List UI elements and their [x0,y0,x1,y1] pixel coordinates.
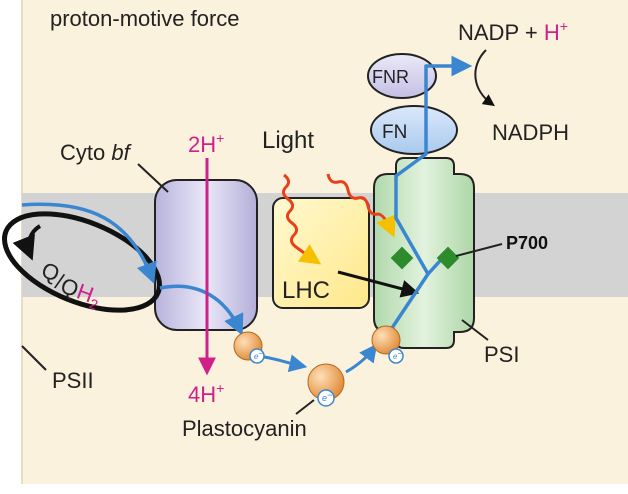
nadp-to-nadph-arrow [474,49,495,107]
fnr-label: FNR [372,67,409,87]
four-h-label: 4H+ [188,380,224,407]
light-label: Light [262,127,314,154]
electron-path-cyto-to-plastocyanin [159,284,244,336]
lhc-to-psi-arrow [337,270,420,298]
fn-protein [370,105,458,155]
cyto-bf-pointer [137,163,169,193]
header-title: proton-motive force [50,6,240,31]
plastocyanin-pointer [295,399,315,415]
electron-path-psii-to-cyto [21,202,157,284]
psii-pointer [21,345,47,371]
svg-text:e−: e− [254,349,263,361]
fnr-protein [367,53,437,99]
nadp-label: NADP + H+ [458,18,568,45]
psii-label: PSII [52,368,94,393]
p700-pointer [455,243,503,257]
cyto-bf-label: Cyto bf [60,140,133,165]
psi-pointer [461,319,489,341]
psi-complex [373,157,475,349]
psii-ellipse [2,211,162,313]
plastocyanin-label: Plastocyanin [182,416,307,441]
fn-label: FN [382,122,407,143]
q-qh2-label: Q/QH2 [35,257,108,313]
two-h-label: 2H+ [188,130,224,157]
svg-text:e−: e− [322,390,332,403]
psi-label: PSI [484,342,519,367]
lhc-label: LHC [282,277,330,304]
plastocyanin-sphere-middle: e− [307,363,345,407]
plastocyanin-sphere-cyto: e− [233,331,265,364]
p700-label: P700 [506,233,548,253]
electron-path-plastocyanin-2 [345,343,378,374]
svg-text:e−: e− [393,349,402,361]
psii-rotation-arrow [12,224,42,261]
light-wave-1 [281,173,322,265]
plastocyanin-sphere-psi: e− [371,325,404,364]
light-wave-2 [326,173,396,238]
nadph-label: NADPH [492,120,569,145]
